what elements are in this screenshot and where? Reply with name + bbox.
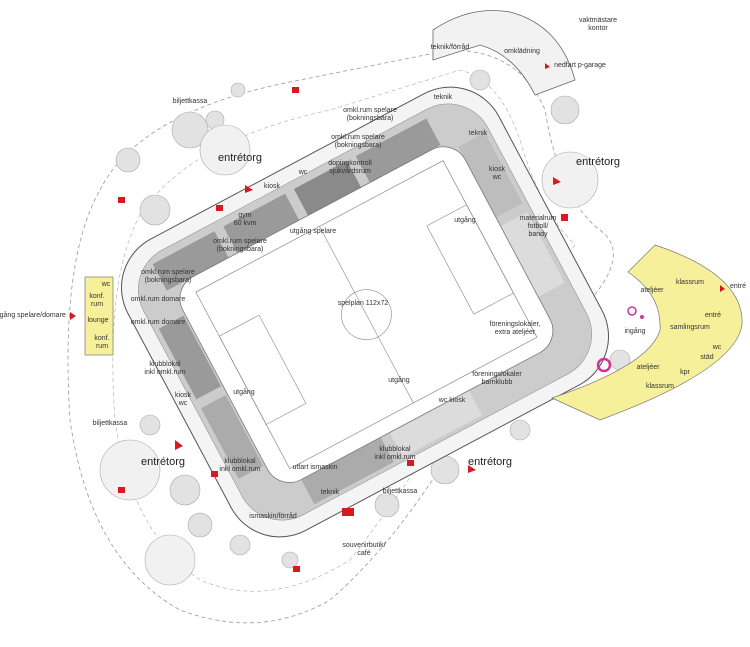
label-nedfart: nedfart p-garage xyxy=(554,62,606,69)
label-biljettkassa-top: biljettkassa xyxy=(172,98,208,105)
label-teknik-s: teknik xyxy=(320,489,340,496)
center-circle xyxy=(341,289,392,340)
label-teknik-1: teknik xyxy=(433,94,453,101)
magenta-ring xyxy=(596,357,612,373)
label-ateljeer-2: ateljéer xyxy=(636,364,660,371)
label-utgang-w: utgång xyxy=(233,389,255,396)
label-ingang-spelare: ingång spelare/domare xyxy=(0,312,66,319)
label-ismaskin: ismaskin/förråd xyxy=(249,513,297,520)
label-entretorg-sw: entrétorg xyxy=(140,456,186,468)
label-omkl-1: omkl.rum spelare(bokningsbara) xyxy=(343,107,397,122)
site-boundary xyxy=(67,49,614,624)
label-ateljeer-1: ateljéer xyxy=(640,287,664,294)
label-entre-out: entré xyxy=(730,283,746,290)
label-kpr: kpr xyxy=(680,369,690,376)
label-omkl-2: omkl.rum spelare(bokningsbara) xyxy=(331,134,385,149)
label-wc-kiosk-se: wc kiosk xyxy=(438,397,466,404)
entrance-markers xyxy=(70,63,725,572)
label-omkl-3: omkl.rum spelare(bokningsbara) xyxy=(213,238,267,253)
label-entre-y: entré xyxy=(705,312,721,319)
label-entretorg-ne: entrétorg xyxy=(575,156,621,168)
label-utgang-se: utgång xyxy=(388,377,410,384)
label-omkl-4: omkl.rum spelare(bokningsbara) xyxy=(141,269,195,284)
label-utfart: utfart ismaskin xyxy=(292,464,338,471)
label-entretorg-se: entrétorg xyxy=(467,456,513,468)
penalty-area-left xyxy=(218,314,307,425)
label-entretorg-nw: entrétorg xyxy=(217,152,263,164)
label-samlingsrum: samlingsrum xyxy=(670,324,710,331)
label-klassrum-1: klassrum xyxy=(675,279,705,286)
label-wc-y2: wc xyxy=(712,344,722,351)
label-souvenir: souvenirbutik/café xyxy=(342,542,386,557)
label-wc-n: wc xyxy=(298,169,308,176)
east-school-building xyxy=(551,244,743,421)
label-lounge: lounge xyxy=(87,317,109,324)
label-kiosk-n: kiosk xyxy=(264,183,280,190)
label-utgang-ne: utgång xyxy=(454,217,476,224)
label-biljettkassa-s: biljettkassa xyxy=(382,488,418,495)
label-konf-1: konf.rum xyxy=(89,293,105,308)
label-teknik-forrad: teknik/förråd xyxy=(430,44,470,51)
label-utgang-spelare: utgång spelare xyxy=(289,228,337,235)
label-klassrum-2: klassrum xyxy=(645,383,675,390)
label-domare-1: omkl.rum domare xyxy=(130,296,186,303)
label-stad: städ xyxy=(700,354,714,361)
label-wc-y: wc xyxy=(101,281,111,288)
stadium xyxy=(121,86,609,538)
label-konf-2: konf.rum xyxy=(94,335,110,350)
label-domare-2: omkl.rum domare xyxy=(130,319,186,326)
trees xyxy=(99,69,631,586)
label-ingang: ingång xyxy=(624,328,646,335)
label-teknik-2: teknik xyxy=(468,130,488,137)
penalty-area-right xyxy=(426,204,514,315)
label-forening-1: föreningslokaler,extra ateljéer xyxy=(489,321,541,336)
service-building xyxy=(432,10,576,96)
inner-path xyxy=(112,69,576,592)
label-omkladning: omklädning xyxy=(504,48,540,55)
label-biljettkassa-w: biljettkassa xyxy=(92,420,128,427)
label-spelplan: spelplan 112x72 xyxy=(337,300,389,307)
west-pavilion xyxy=(84,276,114,356)
